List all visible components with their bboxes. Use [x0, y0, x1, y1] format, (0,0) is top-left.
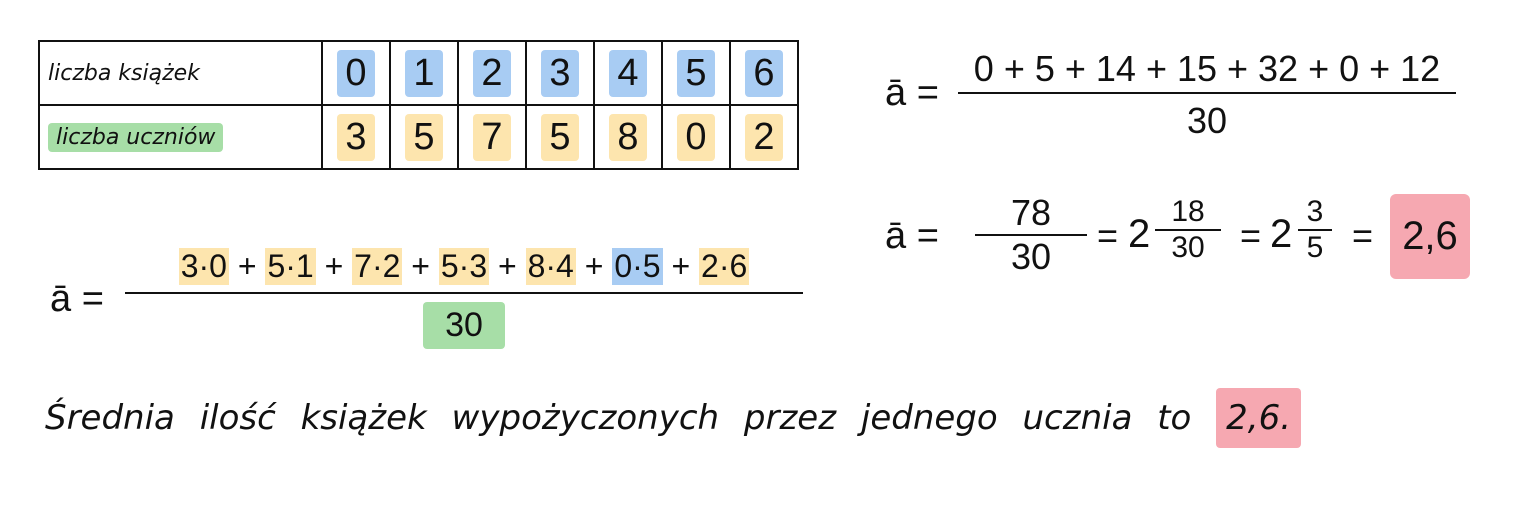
cell-student: 3	[337, 113, 375, 161]
cell-book: 1	[405, 49, 443, 97]
term: 5·3	[438, 248, 490, 285]
cell-student: 2	[745, 113, 783, 161]
sum-fraction: 0 + 5 + 14 + 15 + 32 + 0 + 12 30	[958, 48, 1456, 142]
row-label-books: liczba książek	[38, 40, 323, 106]
sum-denominator: 30	[1186, 100, 1228, 141]
sum-numerator: 0 + 5 + 14 + 15 + 32 + 0 + 12	[973, 48, 1441, 89]
table-row-students: liczba uczniów 3 5 7 5 8 0 2	[38, 104, 799, 170]
cell-book: 2	[473, 49, 511, 97]
term: 2·6	[699, 248, 750, 285]
mean-symbol: ā =	[885, 72, 939, 114]
numerator: 3	[1306, 195, 1324, 228]
fraction-18-30: 18 30	[1155, 195, 1221, 265]
fraction-78-30: 78 30	[975, 192, 1087, 278]
result-value: 2,6	[1390, 193, 1470, 279]
fraction-bar	[125, 292, 803, 294]
weighted-fraction: 3·0 + 5·1 + 7·2 + 5·3 + 8·4 + 0·5 + 2·6 …	[125, 248, 803, 349]
conclusion-sentence: Średnia ilość książek wypożyczonych prze…	[45, 388, 1302, 448]
mean-symbol: ā =	[885, 215, 939, 257]
mean-symbol: ā =	[50, 278, 104, 320]
cell-student: 0	[677, 113, 715, 161]
equals: =	[1240, 215, 1262, 256]
term: 8·4	[525, 248, 576, 285]
term: 5·1	[265, 248, 316, 285]
numerator: 18	[1171, 195, 1205, 228]
cell-student: 5	[405, 113, 443, 161]
denominator: 5	[1306, 231, 1324, 264]
data-table: liczba książek 0 1 2 3 4 5 6 liczba uczn…	[38, 40, 799, 170]
table-row-books: liczba książek 0 1 2 3 4 5 6	[38, 40, 799, 106]
cell-book: 6	[745, 49, 783, 97]
whole-part: 2	[1270, 212, 1293, 256]
whole-part: 2	[1128, 212, 1151, 256]
term: 3·0	[178, 248, 229, 285]
cell-book: 5	[677, 49, 715, 97]
term: 0·5	[612, 248, 663, 285]
cell-book: 4	[609, 49, 647, 97]
denominator: 30	[1010, 236, 1052, 277]
row-label-students: liczba uczniów	[48, 122, 224, 152]
numerator: 78	[1010, 192, 1052, 233]
denominator: 30	[1171, 231, 1205, 264]
weighted-numerator: 3·0 + 5·1 + 7·2 + 5·3 + 8·4 + 0·5 + 2·6	[178, 248, 750, 285]
cell-book: 3	[541, 49, 579, 97]
conclusion-text: Średnia ilość książek wypożyczonych prze…	[45, 398, 1192, 438]
denominator: 30	[423, 302, 505, 349]
cell-student: 7	[473, 113, 511, 161]
fraction-3-5: 3 5	[1298, 195, 1332, 265]
cell-student: 5	[541, 113, 579, 161]
cell-student: 8	[609, 113, 647, 161]
cell-book: 0	[337, 49, 375, 97]
conclusion-result: 2,6.	[1216, 388, 1302, 448]
equals: =	[1097, 215, 1119, 256]
term: 7·2	[352, 248, 403, 285]
result-highlight: 2,6	[1383, 190, 1477, 282]
equals: =	[1352, 215, 1374, 256]
